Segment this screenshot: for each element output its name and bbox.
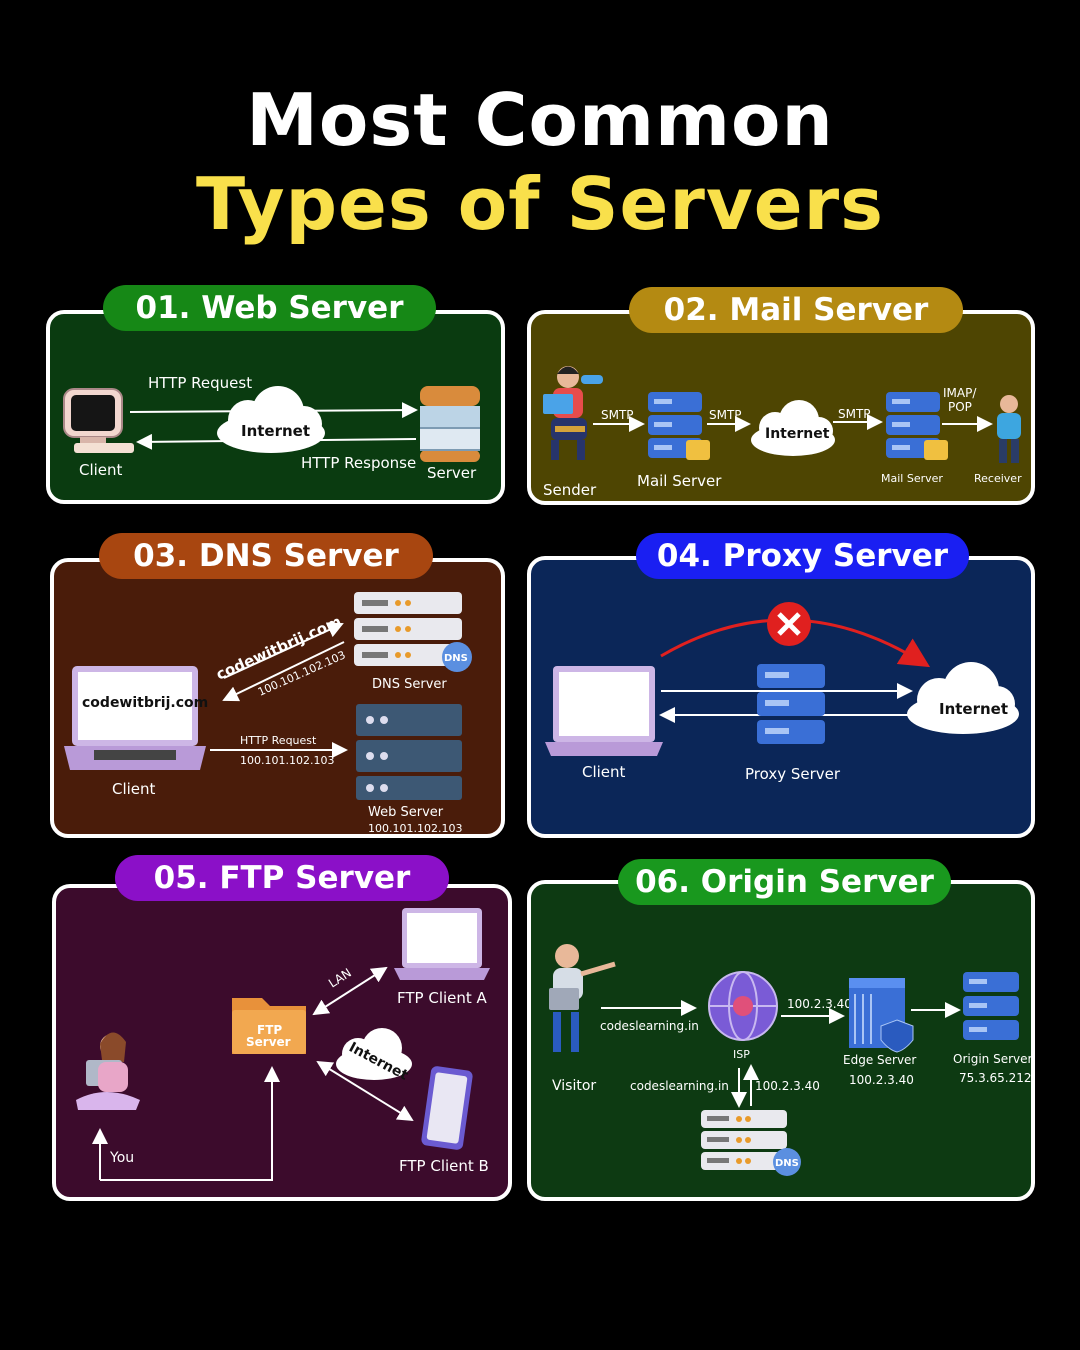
client-computer-icon: [63, 388, 134, 453]
dns-server-icon: [701, 1110, 801, 1176]
dns-server-title: 03. DNS Server: [99, 533, 433, 579]
lan-label: LAN: [326, 966, 354, 991]
domain-label-1: codeslearning.in: [600, 1019, 699, 1033]
internet-label: Internet: [939, 700, 1008, 718]
dns-query-arrow: [223, 622, 344, 679]
imap-label-2: POP: [948, 400, 972, 414]
http-request-label: HTTP Request: [240, 734, 317, 747]
page-title-line1: Most Common: [246, 78, 834, 162]
sender-person-icon: [543, 366, 603, 460]
you-to-ftp-path: [100, 1066, 280, 1181]
edge-server-icon: [849, 978, 914, 1053]
server-label: Server: [427, 464, 477, 482]
edge-server-ip: 100.2.3.40: [849, 1073, 914, 1087]
visitor-label: Visitor: [552, 1078, 596, 1094]
origin-server-label: Origin Server: [953, 1052, 1033, 1066]
dns-server-label: DNS Server: [372, 677, 447, 692]
dns-server-panel: codewitbrij.com Client codewitbrij.com 1…: [50, 558, 505, 838]
internet-cloud-icon: [751, 400, 835, 456]
web-server-panel: Client HTTP Request HTTP Response Intern…: [46, 310, 505, 504]
receiver-person-icon: [997, 395, 1021, 463]
you-label: You: [109, 1150, 134, 1166]
ftp-client-b-phone-icon: [421, 1066, 473, 1150]
origin-server-icon: [963, 972, 1019, 1040]
dns-server-icon: [354, 592, 472, 672]
internet-label: Internet: [765, 426, 830, 442]
ftp-server-panel: FTP Server LAN FTP Client A Internet FTP…: [52, 884, 512, 1201]
mail-server-icon: [648, 392, 710, 460]
proxy-server-title: 04. Proxy Server: [636, 533, 969, 579]
folder-label-1: FTP: [257, 1023, 282, 1037]
domain-label-2: codeslearning.in: [630, 1079, 729, 1093]
lan-arrow: [312, 966, 388, 1016]
sender-label: Sender: [543, 481, 597, 499]
smtp-label-2: SMTP: [709, 408, 742, 422]
http-request-label: HTTP Request: [148, 374, 252, 392]
dns-badge: DNS: [775, 1158, 799, 1169]
client-label: Client: [79, 461, 123, 479]
visitor-person-icon: [549, 944, 616, 1052]
smtp-label-1: SMTP: [601, 408, 634, 422]
receiver-label: Receiver: [974, 472, 1022, 485]
internet-arrow: [316, 1060, 414, 1122]
ip-label-2: 100.2.3.40: [755, 1079, 820, 1093]
ftp-client-b-label: FTP Client B: [399, 1157, 489, 1175]
proxy-server-label: Proxy Server: [745, 765, 841, 783]
smtp-label-3: SMTP: [838, 407, 871, 421]
dns-reply-arrow: [222, 641, 345, 702]
internet-cloud-icon: [217, 386, 325, 453]
blocked-x-icon: [767, 602, 811, 646]
web-server-ip: 100.101.102.103: [368, 822, 462, 835]
origin-server-title: 06. Origin Server: [618, 859, 951, 905]
dns-badge: DNS: [444, 653, 468, 664]
edge-server-label: Edge Server: [843, 1053, 916, 1067]
mail-server-2-label: Mail Server: [881, 472, 943, 485]
ftp-server-folder-icon: [232, 998, 306, 1054]
ftp-client-a-label: FTP Client A: [397, 989, 488, 1007]
mail-server-label: Mail Server: [637, 472, 722, 490]
client-screen-domain: codewitbrij.com: [82, 695, 208, 711]
mail-server-2-icon: [886, 392, 948, 460]
client-label: Client: [582, 763, 626, 781]
ftp-server-title: 05. FTP Server: [115, 855, 449, 901]
internet-cloud-icon: [907, 662, 1019, 734]
folder-label-2: Server: [246, 1035, 291, 1049]
mail-server-title: 02. Mail Server: [629, 287, 963, 333]
client-label: Client: [112, 780, 156, 798]
client-laptop-icon: [545, 666, 663, 756]
server-stack-icon: [420, 386, 480, 462]
http-request-ip: 100.101.102.103: [240, 754, 334, 767]
origin-server-ip: 75.3.65.212: [959, 1071, 1032, 1085]
web-server-title: 01. Web Server: [103, 285, 436, 331]
proxy-server-panel: Client Proxy Server Internet: [527, 556, 1035, 838]
you-person-icon: [76, 1032, 140, 1110]
web-server-label: Web Server: [368, 805, 444, 820]
isp-globe-icon: [708, 971, 778, 1041]
origin-server-panel: Visitor codeslearning.in ISP 100.2.3.40 …: [527, 880, 1035, 1201]
web-server-icon: [356, 704, 462, 800]
isp-label: ISP: [733, 1048, 750, 1061]
mail-server-panel: Sender SMTP Mail Server SMTP Internet SM…: [527, 310, 1035, 505]
http-response-label: HTTP Response: [301, 454, 416, 472]
proxy-server-icon: [757, 664, 825, 744]
page-title-line2: Types of Servers: [196, 162, 884, 246]
ip-label-1: 100.2.3.40: [787, 997, 852, 1011]
imap-label-1: IMAP/: [943, 386, 977, 400]
client-laptop-icon: [64, 666, 206, 770]
internet-label: Internet: [241, 422, 310, 440]
ftp-client-a-laptop-icon: [394, 908, 490, 980]
internet-cloud-icon: [336, 1028, 412, 1080]
